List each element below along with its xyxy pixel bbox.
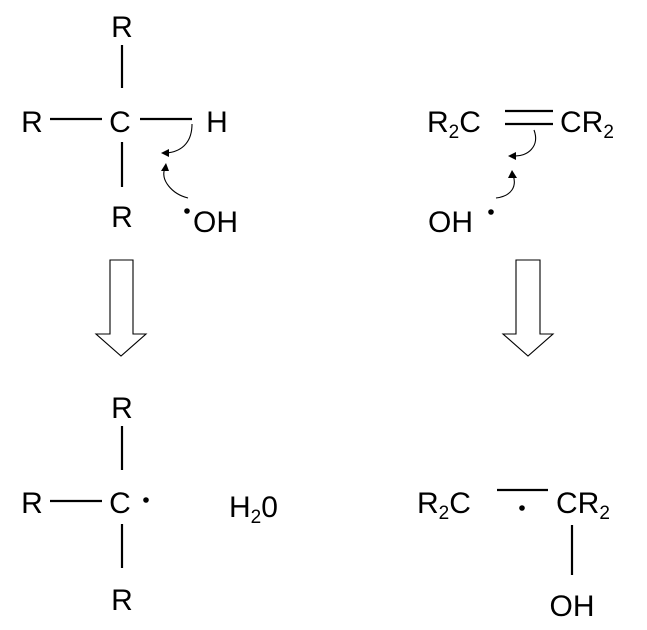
arrowhead: [508, 152, 516, 160]
atom-r: R: [427, 106, 449, 139]
right-product: R2C CR2 OH: [417, 487, 610, 623]
atom-hydrogen: H: [206, 106, 228, 139]
subscript: 2: [599, 503, 610, 524]
curved-arrow-oh-to-h: [163, 167, 189, 199]
group-cr2-right: CR2: [556, 487, 610, 524]
right-reactant: R2C CR2 OH: [427, 106, 614, 239]
subscript: 2: [603, 122, 614, 143]
curved-arrow-oh: [495, 174, 515, 199]
curved-arrow-pi-bond: [512, 129, 536, 157]
atom-r: R: [417, 487, 439, 520]
atom-c: C: [556, 487, 578, 520]
subscript: 2: [439, 503, 450, 524]
arrowhead: [161, 163, 169, 171]
hydroxyl-group: OH: [550, 590, 595, 623]
atom-carbon: C: [109, 106, 131, 139]
group-r2c-left: R2C: [427, 106, 481, 143]
atom-r: R: [582, 106, 604, 139]
atom-carbon: C: [109, 487, 131, 520]
atom-r-bottom: R: [111, 201, 133, 234]
group-cr2-right: CR2: [560, 106, 614, 143]
atom-r-bottom: R: [111, 584, 133, 617]
water-molecule: H20: [229, 491, 278, 528]
arrowhead: [508, 170, 517, 178]
atom-c: C: [449, 487, 471, 520]
atom-h: H: [229, 491, 251, 524]
atom-r-top: R: [111, 11, 133, 44]
curved-arrow-bond-to-h: [165, 123, 193, 154]
atom-c: C: [560, 106, 582, 139]
reaction-arrow-right: [501, 259, 555, 357]
atom-c: C: [459, 106, 481, 139]
radical-dot: [488, 209, 494, 215]
subscript: 2: [449, 122, 460, 143]
radical-dot: [184, 208, 190, 214]
left-reactant: R R C H R OH: [21, 11, 238, 239]
atom-r-left: R: [21, 487, 43, 520]
radical-dot: [143, 497, 149, 503]
hydroxyl-radical: OH: [428, 206, 473, 239]
atom-r-left: R: [21, 106, 43, 139]
reaction-arrow-left: [94, 259, 148, 357]
atom-o: 0: [261, 491, 278, 524]
arrowhead: [161, 149, 169, 157]
atom-r-top: R: [111, 392, 133, 425]
radical-dot: [519, 505, 525, 511]
hydroxyl-radical: OH: [193, 206, 238, 239]
left-product: R R C R H20: [21, 392, 278, 617]
atom-r: R: [578, 487, 600, 520]
subscript: 2: [251, 507, 262, 528]
group-r2c-left: R2C: [417, 487, 471, 524]
